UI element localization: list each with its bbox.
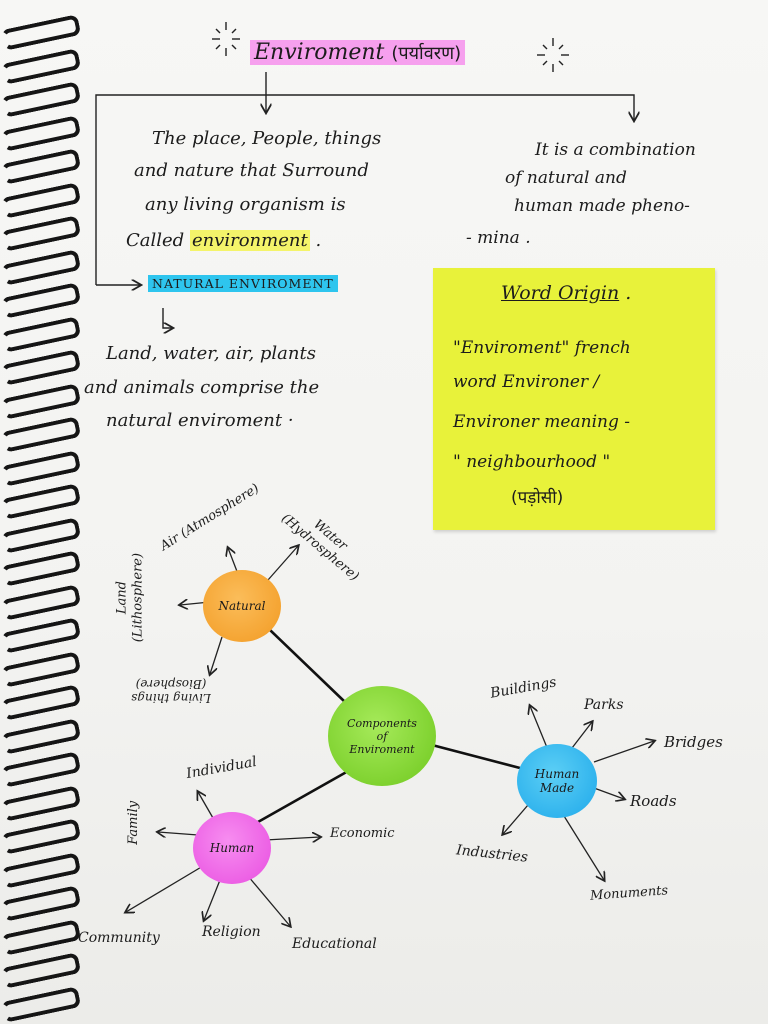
natural-node: Natural bbox=[203, 570, 281, 642]
definition-line: and nature that Surround bbox=[134, 160, 369, 181]
definition-highlight: environment bbox=[189, 230, 310, 251]
natural-node-label: Natural bbox=[218, 599, 266, 613]
human-made-node-label: Human Made bbox=[534, 767, 580, 795]
combination-line: of natural and bbox=[505, 168, 627, 188]
word-origin-line: word Environer / bbox=[453, 372, 600, 392]
natural-environment-label-text: NATURAL ENVIROMENT bbox=[148, 275, 338, 292]
center-node: Components of Enviroment bbox=[328, 686, 436, 786]
title-english: Enviroment bbox=[254, 40, 385, 65]
branch-community: Community bbox=[78, 930, 160, 946]
word-origin-line: " neighbourhood " bbox=[453, 452, 611, 472]
branch-parks: Parks bbox=[584, 697, 624, 713]
natural-environment-label: NATURAL ENVIROMENT bbox=[148, 275, 338, 292]
sparkle-right-icon bbox=[537, 38, 569, 72]
definition-line: any living organism is bbox=[145, 194, 346, 215]
branch-family: Family bbox=[126, 800, 142, 845]
word-origin-line: (पड़ोसी) bbox=[511, 488, 564, 508]
branch-living-things: Living things (Biosphere) bbox=[131, 676, 211, 705]
sparkle-left-icon bbox=[212, 22, 240, 56]
word-origin-title: Word Origin . bbox=[501, 282, 632, 304]
human-node-label: Human bbox=[209, 841, 255, 855]
branch-roads: Roads bbox=[630, 792, 677, 810]
human-made-node: Human Made bbox=[517, 744, 597, 818]
page-title: Enviroment (पर्यावरण) bbox=[250, 40, 466, 66]
word-origin-title-text: Word Origin bbox=[501, 282, 620, 304]
combination-line: It is a combination bbox=[535, 140, 696, 160]
branch-land: Land (Lithosphere) bbox=[114, 552, 145, 643]
word-origin-sticky-note: Word Origin . "Enviroment" french word E… bbox=[433, 268, 715, 530]
combination-line: - mina . bbox=[466, 228, 531, 248]
word-origin-line: "Enviroment" french bbox=[453, 338, 631, 358]
combination-line: human made pheno- bbox=[514, 196, 690, 216]
branch-economic: Economic bbox=[330, 826, 395, 841]
word-origin-line: Environer meaning - bbox=[453, 412, 630, 432]
branch-bridges: Bridges bbox=[664, 733, 723, 751]
definition-line: The place, People, things bbox=[152, 128, 382, 149]
natural-line: Land, water, air, plants bbox=[106, 343, 316, 364]
branch-educational: Educational bbox=[292, 936, 377, 952]
natural-line: natural enviroment · bbox=[106, 410, 294, 431]
definition-line: Called environment . bbox=[126, 230, 321, 252]
title-hindi: (पर्यावरण) bbox=[391, 43, 462, 64]
definition-called: Called bbox=[126, 230, 185, 251]
branch-religion: Religion bbox=[202, 924, 261, 940]
definition-period: . bbox=[315, 230, 322, 251]
center-node-label: Components of Enviroment bbox=[347, 716, 417, 756]
natural-line: and animals comprise the bbox=[84, 377, 320, 398]
human-node: Human bbox=[193, 812, 271, 884]
